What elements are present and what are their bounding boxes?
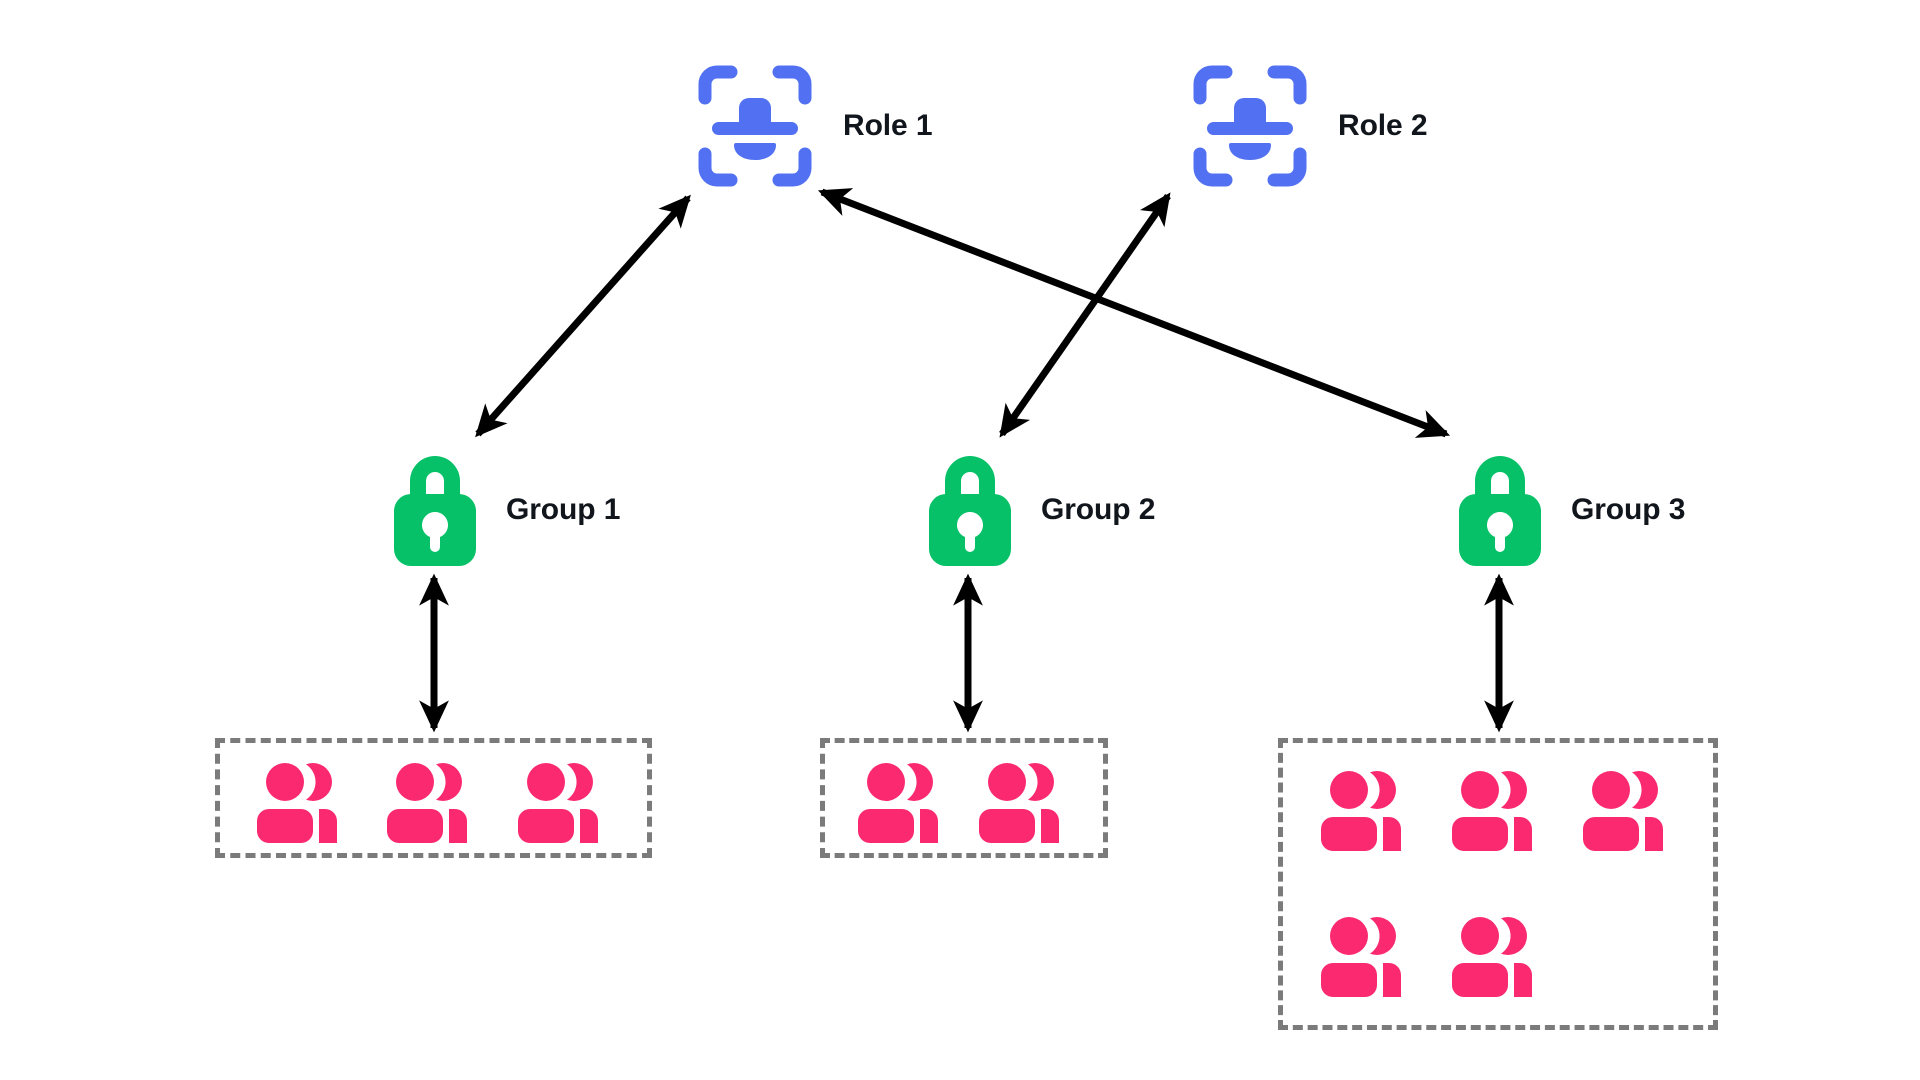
list-item[interactable] xyxy=(1301,911,1432,1003)
users-icon xyxy=(977,762,1073,844)
list-item[interactable] xyxy=(1432,911,1563,1003)
users-icon xyxy=(1319,916,1415,998)
users-icon xyxy=(385,762,481,844)
user-box-group-1[interactable] xyxy=(215,738,652,858)
group-label-2: Group 2 xyxy=(1041,493,1156,526)
list-item[interactable] xyxy=(238,759,368,847)
lock-icon xyxy=(925,450,1015,570)
lock-icon xyxy=(390,450,480,570)
list-item[interactable] xyxy=(964,759,1085,847)
group-node-1[interactable]: Group 1 xyxy=(390,450,620,570)
list-item-empty xyxy=(1564,911,1695,1003)
group-node-2[interactable]: Group 2 xyxy=(925,450,1155,570)
list-item[interactable] xyxy=(1564,765,1695,857)
users-icon xyxy=(1581,770,1677,852)
role-node-2[interactable]: Role 2 xyxy=(1190,62,1428,190)
group-label-3: Group 3 xyxy=(1571,493,1686,526)
group-node-3[interactable]: Group 3 xyxy=(1455,450,1685,570)
list-item[interactable] xyxy=(1301,765,1432,857)
edge-role1-group1 xyxy=(475,194,691,438)
lock-icon xyxy=(1455,450,1545,570)
list-item[interactable] xyxy=(843,759,964,847)
users-icon xyxy=(1450,770,1546,852)
users-icon xyxy=(1450,916,1546,998)
user-box-group-2[interactable] xyxy=(820,738,1108,858)
users-icon xyxy=(255,762,351,844)
edge-role1-group3 xyxy=(817,188,1451,438)
group-label-1: Group 1 xyxy=(506,493,621,526)
role-scan-icon xyxy=(695,62,815,190)
role-scan-icon xyxy=(1190,62,1310,190)
list-item[interactable] xyxy=(499,759,629,847)
role-label-2: Role 2 xyxy=(1338,109,1428,142)
edge-role2-group2 xyxy=(999,192,1171,438)
users-icon xyxy=(1319,770,1415,852)
list-item[interactable] xyxy=(1432,765,1563,857)
user-box-group-3[interactable] xyxy=(1278,738,1718,1030)
users-icon xyxy=(516,762,612,844)
users-icon xyxy=(856,762,952,844)
role-label-1: Role 1 xyxy=(843,109,933,142)
list-item[interactable] xyxy=(368,759,498,847)
role-node-1[interactable]: Role 1 xyxy=(695,62,933,190)
